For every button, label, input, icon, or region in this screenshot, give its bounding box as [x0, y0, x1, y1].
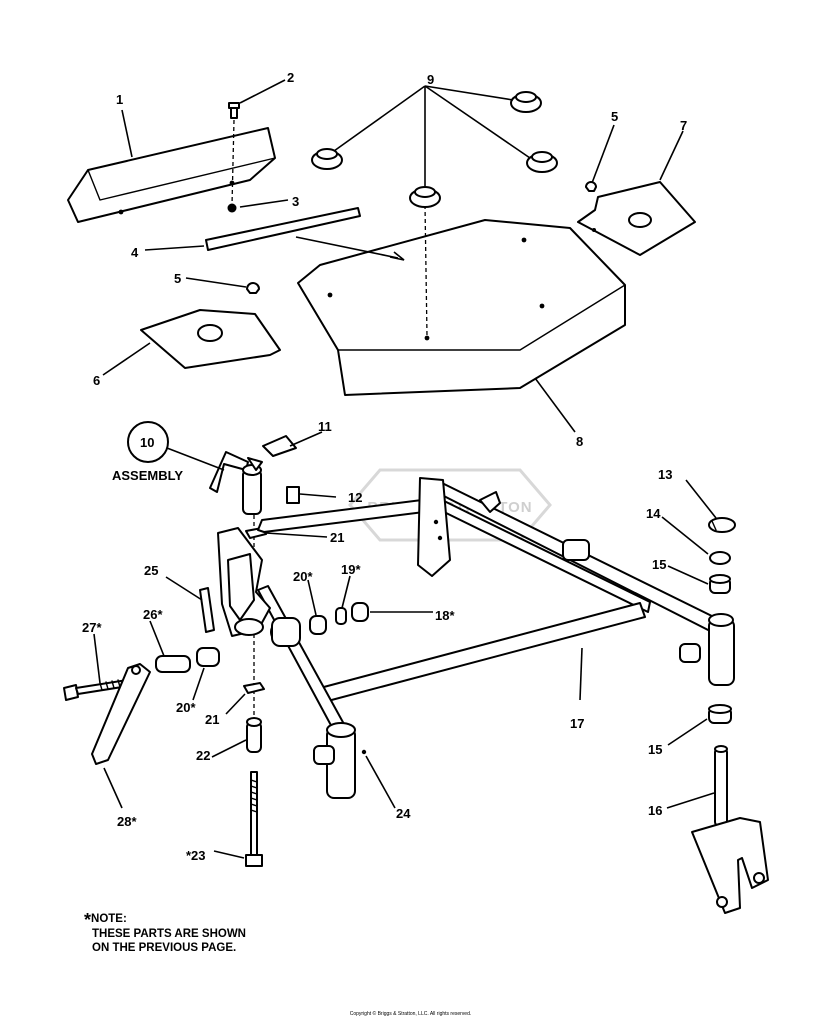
callout-8: 8: [576, 434, 583, 449]
callout-6: 6: [93, 373, 100, 388]
callout-25: 25: [144, 563, 158, 578]
centerline-9-8: [424, 204, 428, 337]
parts-18-20-spacers: [309, 602, 369, 635]
callout-27: 27*: [82, 620, 102, 635]
part-5-clip-left: [246, 282, 260, 294]
pivot-bracket: [217, 527, 301, 647]
callout-20-right: 20*: [293, 569, 313, 584]
callout-14: 14: [646, 506, 661, 521]
callout-7: 7: [680, 118, 687, 133]
part-11-decal: [262, 435, 297, 457]
part-14-washer: [709, 551, 731, 565]
part-9-knobs: [311, 91, 558, 208]
callout-numbers: 1 2 3 4 5 5 6 7 8 9 10 11 12 13 14 15 15…: [82, 70, 687, 863]
footnote-line-1: THESE PARTS ARE SHOWN: [92, 928, 246, 940]
part-5-clip-right: [585, 181, 597, 192]
callout-24: 24: [396, 806, 411, 821]
callout-13: 13: [658, 467, 672, 482]
part-17-frame: [257, 477, 735, 799]
part-2-screw: [228, 102, 240, 119]
part-8-deck-cover: [297, 219, 626, 396]
callout-15-bottom: 15: [648, 742, 662, 757]
part-21-washer-bottom: [243, 682, 265, 694]
callout-21-top: 21: [330, 530, 344, 545]
part-15-bushing-bottom: [708, 704, 732, 724]
callout-26: 26*: [143, 607, 163, 622]
part-3-nut: [227, 203, 237, 213]
callout-20-left: 20*: [176, 700, 196, 715]
part-12-decal: [286, 486, 300, 504]
callout-23: *23: [186, 848, 206, 863]
part-6-plate: [140, 309, 281, 369]
callout-4: 4: [131, 245, 139, 260]
part-1-deflector: [67, 127, 276, 223]
callout-22: 22: [196, 748, 210, 763]
callout-19: 19*: [341, 562, 361, 577]
footnote-heading: NOTE:: [91, 913, 127, 925]
callout-5-left: 5: [174, 271, 181, 286]
callout-15-top: 15: [652, 557, 666, 572]
footnote: *NOTE: THESE PARTS ARE SHOWN ON THE PREV…: [84, 910, 246, 955]
part-23-long-bolt: [245, 771, 263, 867]
part-20-spacer-left: [196, 647, 220, 667]
part-13-retaining-ring: [708, 517, 736, 533]
copyright: Copyright © Briggs & Stratton, LLC. All …: [349, 1011, 472, 1017]
callout-16: 16: [648, 803, 662, 818]
callout-5-right: 5: [611, 109, 618, 124]
leader-lines: [93, 79, 717, 859]
callout-10: 10: [140, 435, 154, 450]
callout-12: 12: [348, 490, 362, 505]
part-10-assembly-circle: [127, 421, 169, 463]
part-28-handle: [91, 663, 151, 765]
assembly-label: ASSEMBLY: [112, 468, 183, 483]
callout-11: 11: [318, 419, 332, 434]
part-15-bushing-top: [709, 574, 731, 594]
part-16-caster-fork: [691, 745, 769, 914]
part-7-plate: [577, 181, 696, 256]
centerline-2-3: [231, 119, 235, 206]
footnote-star: *: [84, 910, 92, 930]
callout-3: 3: [292, 194, 299, 209]
footnote-line-2: ON THE PREVIOUS PAGE.: [92, 942, 237, 954]
callout-9: 9: [427, 72, 434, 87]
part-26-bushing: [155, 655, 191, 673]
callout-18: 18*: [435, 608, 455, 623]
callout-21-bottom: 21: [205, 712, 219, 727]
callout-17: 17: [570, 716, 584, 731]
callout-28: 28*: [117, 814, 137, 829]
part-25-spring: [199, 587, 215, 633]
part-4-strip: [205, 207, 361, 251]
part-10-pivot-assembly: [209, 451, 263, 515]
part-22-pin: [246, 717, 262, 753]
callout-1: 1: [116, 92, 123, 107]
callout-2: 2: [287, 70, 294, 85]
